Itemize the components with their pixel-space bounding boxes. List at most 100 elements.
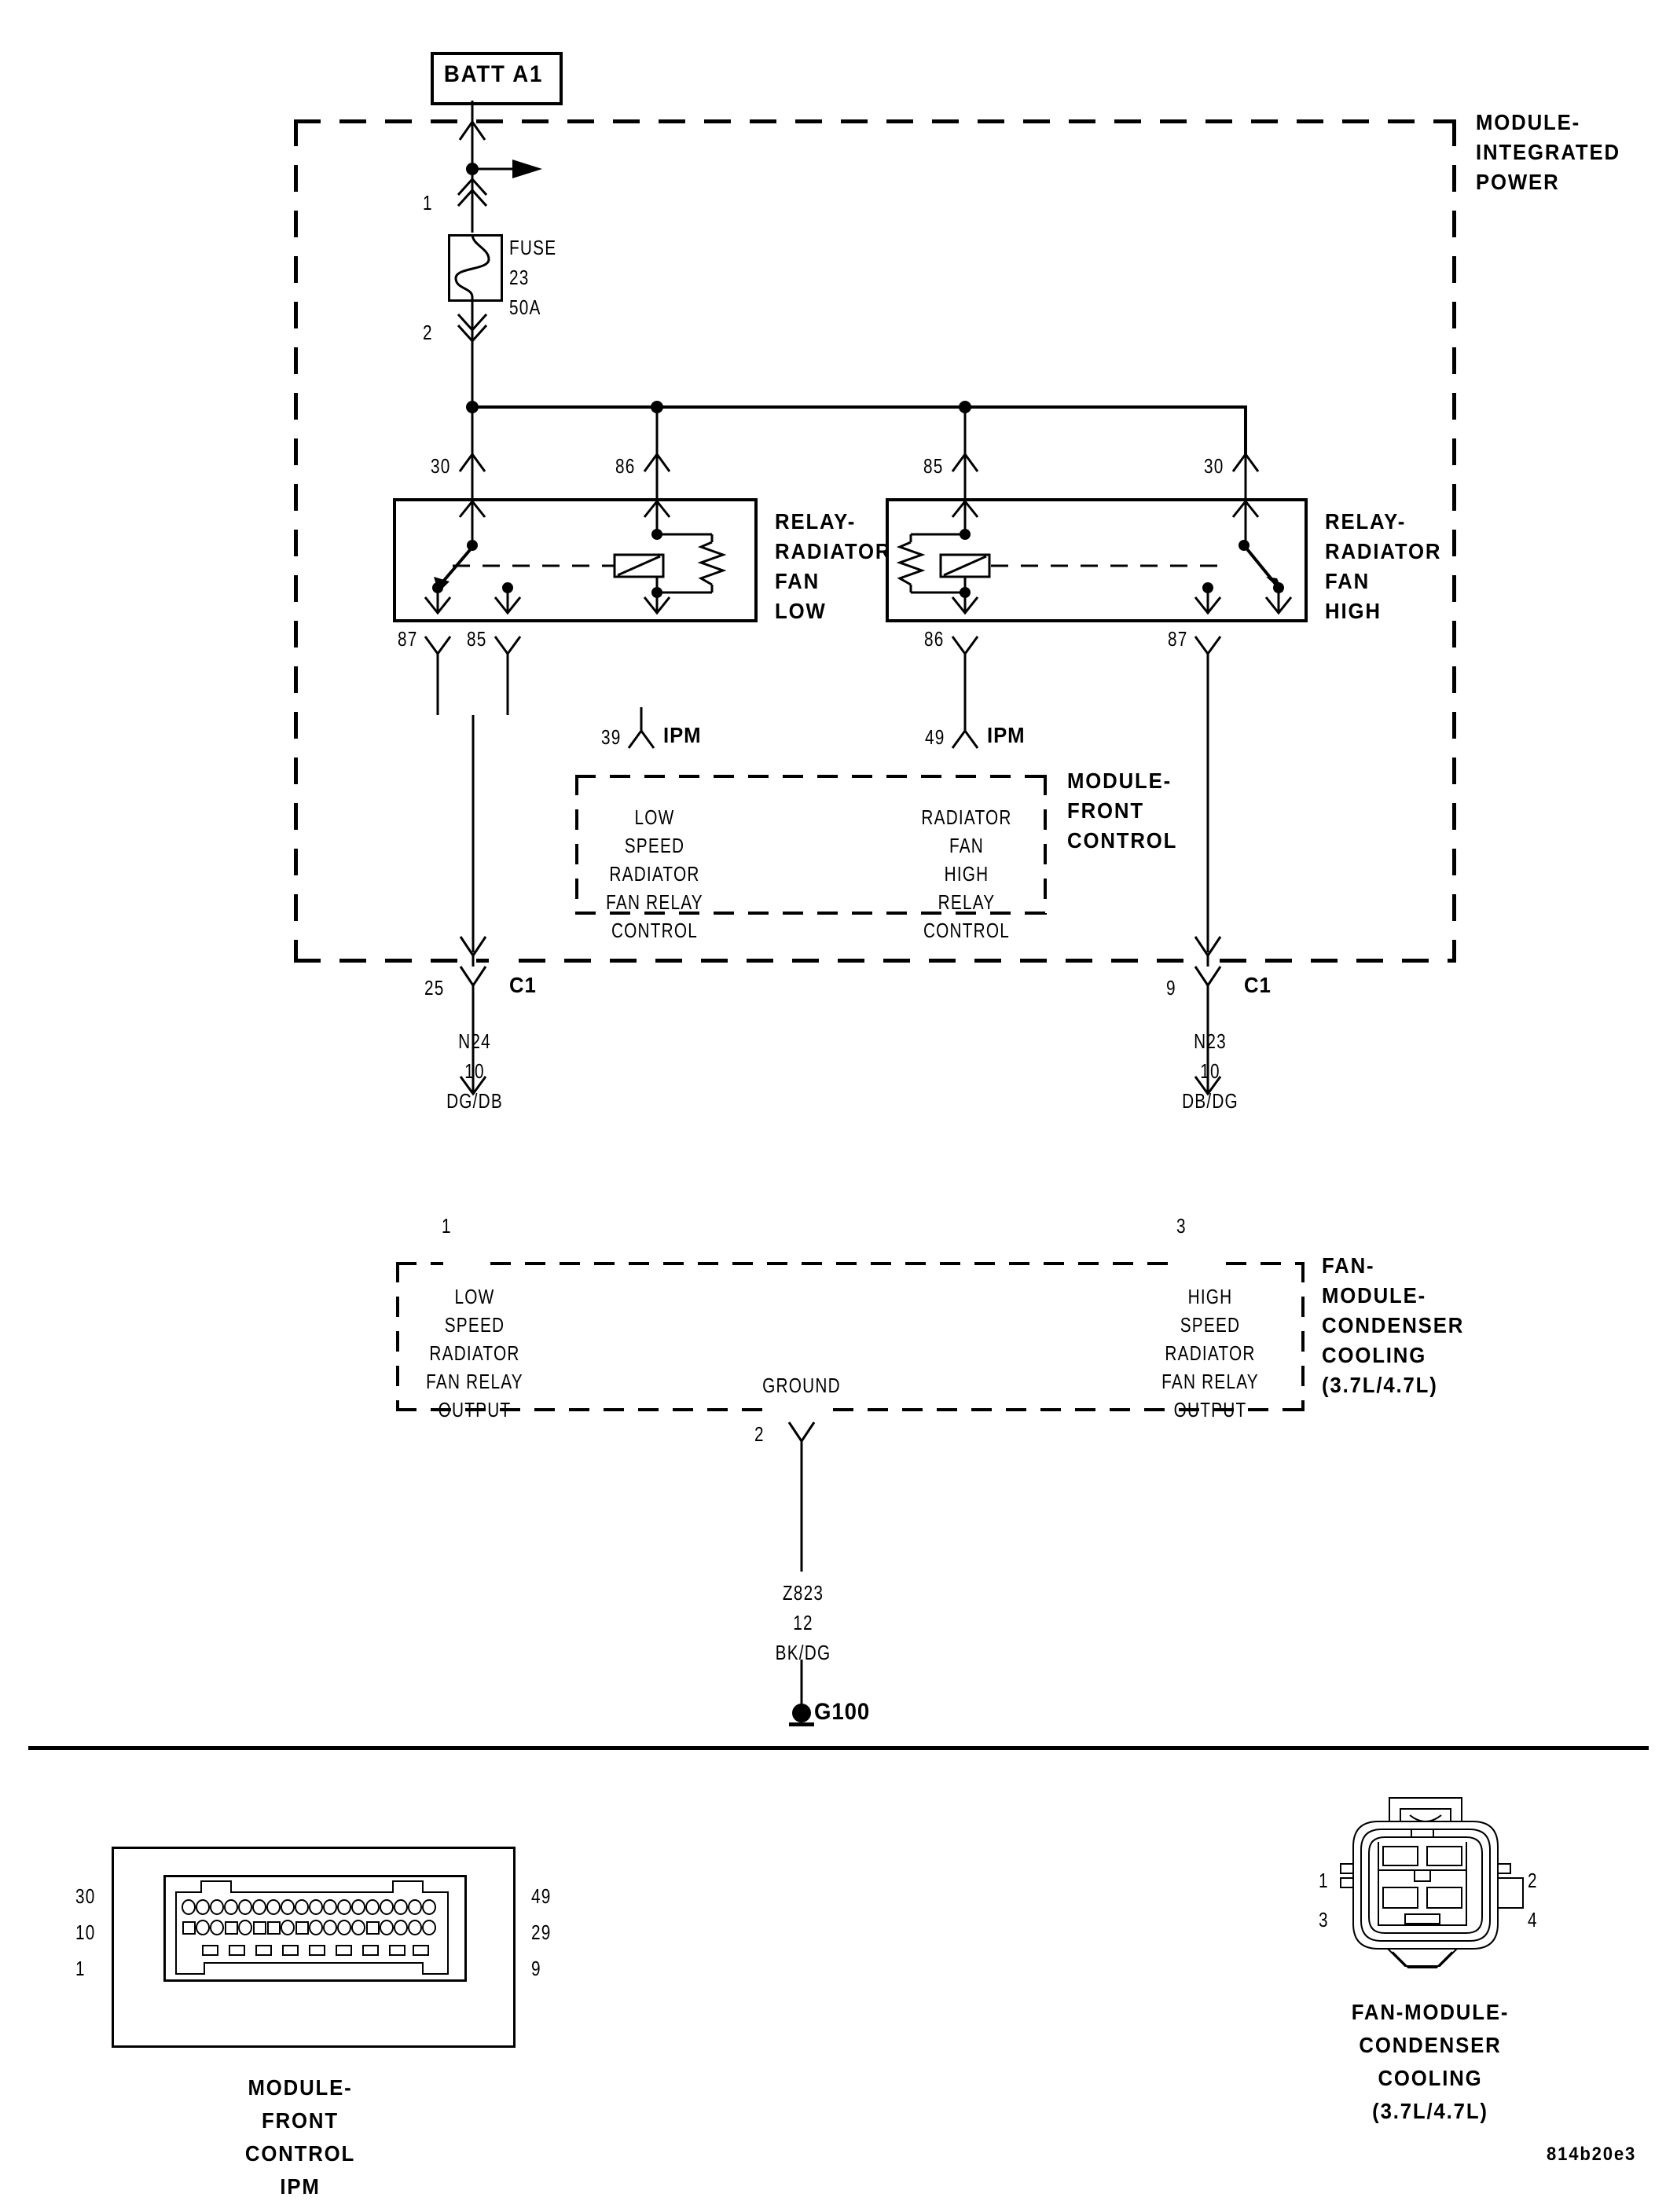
front-control-right-pin-label: 49: [925, 725, 945, 749]
ipm-connector-left-label-30: 30: [75, 1884, 96, 1908]
relay-low-node-86: [651, 529, 662, 540]
c1-right-tag: C1: [1244, 973, 1272, 997]
front-control-right-function-text: RADIATOR FAN HIGH RELAY CONTROL: [921, 805, 1012, 942]
fan-module-box-bottom-right: [833, 1408, 1305, 1411]
fuse-pin-bottom-label: 2: [423, 321, 433, 344]
front-control-box-bottom: [575, 912, 1047, 915]
fan-connector-pin-1-label: 1: [1319, 1869, 1329, 1892]
mip-boundary-top: [294, 119, 1455, 123]
mip-boundary-bottom-mid: [519, 959, 1188, 963]
c1-left-pin-label: 25: [424, 976, 445, 1000]
front-control-left-function-text: LOW SPEED RADIATOR FAN RELAY CONTROL: [606, 805, 703, 942]
c1-right-wire-id: N23: [1194, 1029, 1227, 1053]
fan-module-box-top: [490, 1262, 1179, 1265]
fuse-number-label: 23: [509, 266, 530, 289]
relay-high-pin-87-label: 87: [1168, 627, 1188, 651]
relay-high-node-87: [1202, 582, 1213, 593]
fan-module-box-bottom-left: [396, 1408, 765, 1411]
ground-wire-id: Z823: [782, 1581, 824, 1605]
fan-module-right-function-text: HIGH SPEED RADIATOR FAN RELAY OUTPUT: [1161, 1285, 1259, 1421]
relay-low-pin-87-label: 87: [398, 627, 418, 651]
fuse-lower-wiring: [457, 297, 488, 409]
fan-module-left-function-text: LOW SPEED RADIATOR FAN RELAY OUTPUT: [426, 1285, 523, 1421]
ground-symbol-icon: [789, 1704, 814, 1726]
relay-high-internals: [896, 499, 1293, 615]
relay-high-output-pins: [951, 636, 1222, 715]
ipm-connector-shell-outline: [175, 1880, 449, 1975]
fan-module-ground-text: GROUND: [762, 1374, 841, 1397]
front-control-box-top: [575, 775, 1047, 778]
c1-left-wire-id: N24: [458, 1029, 491, 1053]
fan-module-box-left: [396, 1262, 399, 1411]
front-control-box-right: [1044, 775, 1047, 915]
ground-name-label: G100: [814, 1699, 871, 1725]
ipm-connector-pin-grid: [182, 1899, 436, 1956]
front-control-left-pin-label: 39: [601, 725, 622, 749]
mip-boundary-right: [1452, 119, 1456, 962]
fuse-rating-label: 50A: [509, 295, 541, 319]
fan-connector-pin-3-label: 3: [1319, 1908, 1329, 1931]
c1-right-pin-label: 9: [1166, 976, 1176, 1000]
section-divider: [28, 1746, 1649, 1750]
c1-connectors: [459, 715, 1222, 1096]
c1-left-wire-color: DG/DB: [446, 1089, 503, 1113]
battery-feed-node: [466, 163, 479, 175]
mip-boundary-bottom-right: [1220, 959, 1456, 963]
power-bus-right-drop: [1244, 405, 1247, 456]
mip-boundary-left: [294, 119, 298, 962]
front-control-left-pin-tag: IPM: [663, 723, 702, 747]
relay-pin-drops-top: [458, 407, 1260, 500]
mip-boundary-bottom-left: [294, 959, 489, 963]
relay-high-node-30: [1238, 540, 1249, 551]
front-control-right-pin-tag: IPM: [987, 723, 1026, 747]
fan-module-left-pin-label: 1: [442, 1214, 452, 1238]
c1-left-tag: C1: [509, 973, 537, 997]
ground-wiring: [787, 1421, 816, 1715]
relay-low-node-85out: [502, 582, 513, 593]
fan-module-right-pin-label: 3: [1176, 1214, 1187, 1238]
ground-wire-gauge: 12: [793, 1611, 813, 1634]
relay-low-node-30: [467, 540, 478, 551]
fan-connector-view-drawing: [1340, 1797, 1524, 1968]
relay-high-pin-30-label: 30: [1204, 454, 1224, 478]
fan-module-box-top-right: [1226, 1262, 1305, 1265]
relay-high-node-85: [960, 529, 971, 540]
fan-connector-pin-2-label: 2: [1528, 1869, 1538, 1892]
relay-high-node-87b: [1273, 582, 1284, 593]
ipm-connector-left-label-1: 1: [75, 1957, 86, 1980]
relay-low-pin-86-label: 86: [615, 454, 636, 478]
relay-low-internals: [424, 499, 727, 615]
c1-right-wire-color: DB/DG: [1182, 1089, 1238, 1113]
power-bus: [472, 405, 1246, 409]
front-control-box-left: [575, 775, 578, 915]
c1-left-wire-gauge: 10: [464, 1059, 485, 1083]
relay-low-node-87: [432, 582, 443, 593]
relay-low-node-85: [651, 587, 662, 598]
ipm-connector-right-label-29: 29: [531, 1920, 552, 1944]
battery-feed-label: BATT A1: [443, 61, 544, 87]
fan-connector-pin-4-label: 4: [1528, 1908, 1538, 1931]
fuse-name-label: FUSE: [509, 236, 557, 259]
diagram-code: 814b20e3: [1547, 2144, 1637, 2165]
battery-feed-box: [431, 52, 563, 105]
relay-high-pin-86-label: 86: [924, 627, 945, 651]
front-control-input-pins: [627, 707, 979, 749]
relay-low-pin-30-label: 30: [431, 454, 451, 478]
ipm-connector-right-label-9: 9: [531, 1957, 541, 1980]
c1-right-wire-gauge: 10: [1200, 1059, 1220, 1083]
relay-radiator-fan-low: [393, 498, 758, 622]
relay-low-output-pins: [424, 636, 522, 715]
fuse-pin-top-label: 1: [423, 191, 433, 215]
fuse-element-icon: [454, 233, 490, 298]
fan-module-box-right: [1301, 1262, 1305, 1411]
fan-module-box-top-left: [396, 1262, 443, 1265]
ground-pin-label: 2: [754, 1422, 765, 1446]
